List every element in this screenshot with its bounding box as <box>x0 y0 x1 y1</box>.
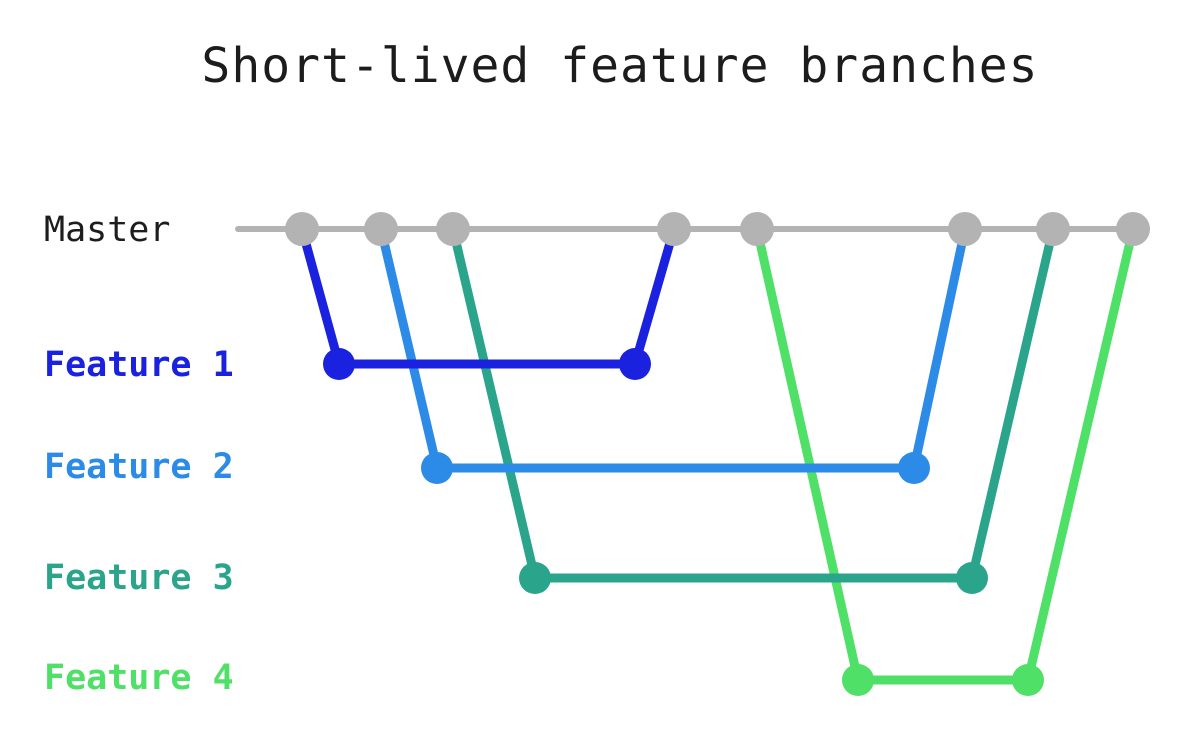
feature-2-commit <box>421 452 453 484</box>
feature-3-commit <box>956 562 988 594</box>
master-commit <box>948 212 982 246</box>
feature-1-commit <box>619 348 651 380</box>
feature-3-branch <box>448 227 1058 594</box>
feature-3-label: Feature 3 <box>44 558 234 598</box>
feature-4-branch <box>752 227 1138 696</box>
feature-4-commit <box>842 664 874 696</box>
master-commit <box>285 212 319 246</box>
master-commit <box>364 212 398 246</box>
master-commits <box>285 212 1150 246</box>
feature-2-path <box>376 227 970 473</box>
feature-3-path <box>448 227 1058 583</box>
master-label: Master <box>44 210 171 250</box>
feature-2-label: Feature 2 <box>44 447 234 487</box>
feature-1-branch <box>297 227 679 380</box>
feature-1-commit <box>323 348 355 380</box>
diagram-title: Short-lived feature branches <box>201 38 1039 94</box>
feature-1-path <box>297 227 679 369</box>
master-commit <box>657 212 691 246</box>
feature-2-branch <box>376 227 970 484</box>
feature-4-path <box>752 227 1138 685</box>
feature-4-commit <box>1012 664 1044 696</box>
feature-4-label: Feature 4 <box>44 658 234 698</box>
master-commit <box>436 212 470 246</box>
master-commit <box>1036 212 1070 246</box>
master-commit <box>1116 212 1150 246</box>
master-commit <box>740 212 774 246</box>
feature-2-commit <box>898 452 930 484</box>
feature-1-label: Feature 1 <box>44 345 234 385</box>
feature-3-commit <box>519 562 551 594</box>
